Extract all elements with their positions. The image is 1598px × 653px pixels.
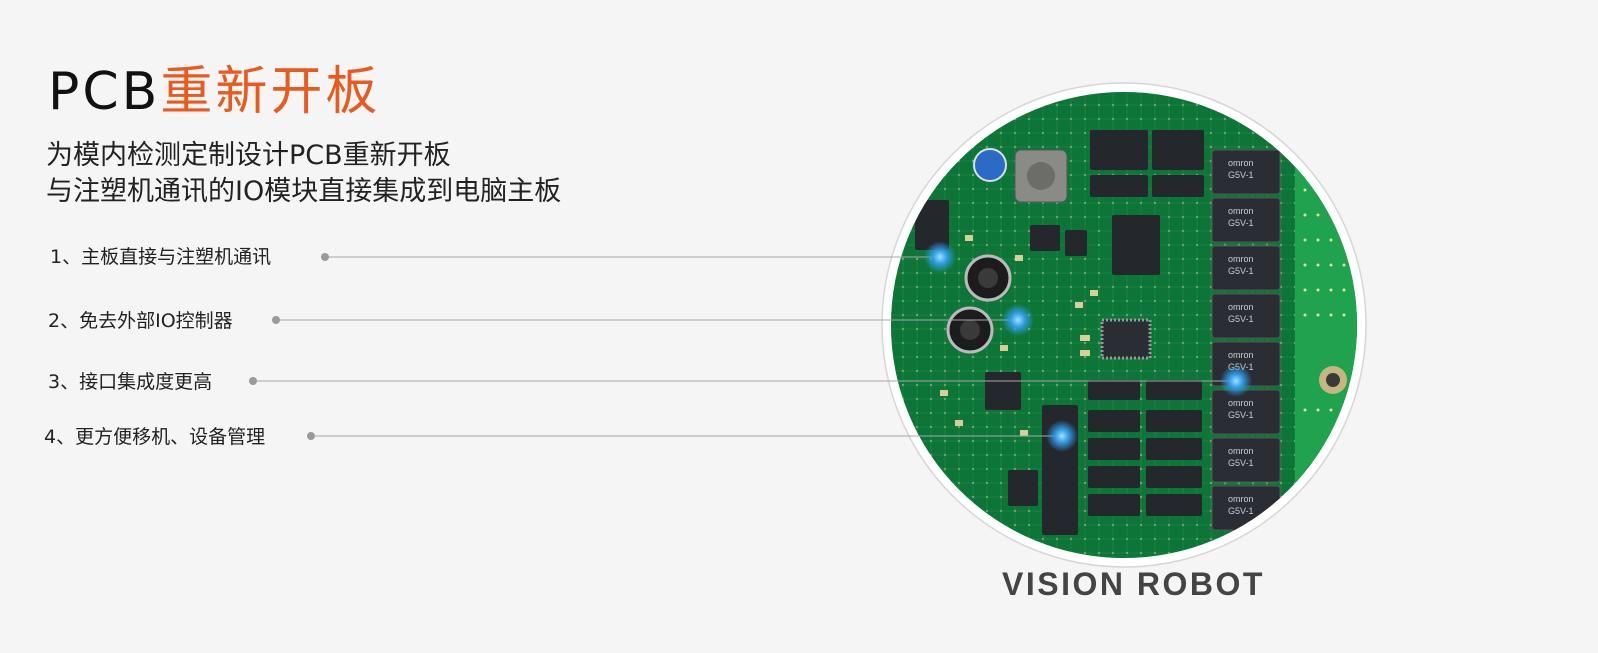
- svg-text:G5V-1: G5V-1: [1228, 410, 1254, 420]
- highlight-marker-1: [924, 241, 956, 273]
- title-accent: 重新开板: [160, 62, 381, 122]
- svg-text:omron: omron: [1228, 398, 1254, 408]
- feature-item-4: 4、更方便移机、设备管理: [44, 426, 266, 448]
- title-prefix: PCB: [48, 62, 161, 122]
- feature-item-2: 2、免去外部IO控制器: [48, 310, 233, 332]
- highlight-marker-4: [1046, 420, 1078, 452]
- leader-dots: [249, 253, 329, 440]
- page-title: PCB重新开板: [48, 60, 380, 124]
- svg-text:G5V-1: G5V-1: [1228, 218, 1254, 228]
- relay-marking: omron: [1228, 158, 1254, 168]
- leader-dot-3: [249, 377, 257, 385]
- svg-text:omron: omron: [1228, 494, 1254, 504]
- highlight-marker-3: [1220, 365, 1252, 397]
- microcontroller: [1100, 318, 1152, 360]
- svg-text:omron: omron: [1228, 254, 1254, 264]
- subtitle-line-1: 为模内检测定制设计PCB重新开板: [46, 140, 451, 171]
- smd-components: [940, 235, 1098, 436]
- svg-text:omron: omron: [1228, 302, 1254, 312]
- svg-text:G5V-1: G5V-1: [1228, 506, 1254, 516]
- leader-dot-4: [307, 432, 315, 440]
- relay-model-marking: G5V-1: [1228, 170, 1254, 180]
- ic-row-top: [1030, 130, 1204, 275]
- highlight-marker-2: [1002, 304, 1034, 336]
- feature-item-3: 3、接口集成度更高: [48, 371, 213, 393]
- brand-wordmark: VISION ROBOT: [1002, 566, 1265, 602]
- subtitle-line-2: 与注塑机通讯的IO模块直接集成到电脑主板: [46, 176, 562, 207]
- svg-text:G5V-1: G5V-1: [1228, 266, 1254, 276]
- subtitle: 为模内检测定制设计PCB重新开板 与注塑机通讯的IO模块直接集成到电脑主板: [46, 138, 561, 210]
- svg-text:omron: omron: [1228, 446, 1254, 456]
- leader-lines: [253, 256, 1236, 437]
- pcb-board: omron omron omron omron omron omron omron omr…: [891, 92, 1357, 558]
- svg-text:omron: omron: [1228, 350, 1254, 360]
- leader-dot-1: [321, 253, 329, 261]
- svg-text:G5V-1: G5V-1: [1228, 314, 1254, 324]
- svg-text:omron: omron: [1228, 206, 1254, 216]
- leader-dot-2: [272, 316, 280, 324]
- svg-text:G5V-1: G5V-1: [1228, 458, 1254, 468]
- feature-item-1: 1、主板直接与注塑机通讯: [50, 246, 272, 268]
